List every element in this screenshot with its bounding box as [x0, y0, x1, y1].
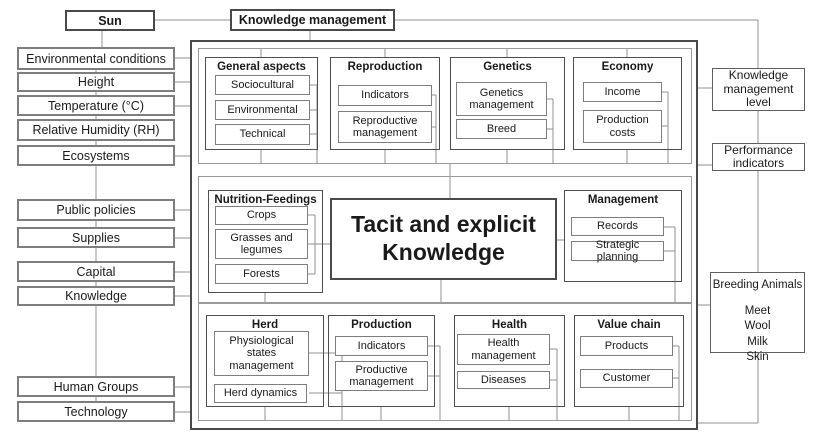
section-title-general-aspects: General aspects	[217, 61, 306, 73]
node-temperature: Temperature (°C)	[17, 95, 175, 116]
node-health-management: Health management	[457, 334, 550, 365]
section-title-value-chain: Value chain	[597, 319, 661, 331]
node-knowledge-management: Knowledge management	[230, 9, 395, 31]
node-forests: Forests	[215, 264, 308, 284]
section-management: Management	[564, 190, 682, 282]
node-physiological-states-management: Physiological states management	[214, 331, 309, 376]
node-breeding-animals: Breeding Animals Meet Wool Milk Skin	[710, 272, 805, 363]
row-frame-middle	[198, 176, 692, 303]
node-genetics-management: Genetics management	[456, 82, 547, 116]
breeding-animals-title: Breeding Animals	[712, 279, 803, 291]
node-performance-indicators: Performance indicators	[712, 143, 805, 171]
node-reproductive-management: Reproductive management	[338, 111, 432, 143]
node-customer: Customer	[580, 369, 673, 388]
node-breed: Breed	[456, 119, 547, 139]
section-title-management: Management	[587, 194, 659, 206]
main-frame	[190, 40, 698, 430]
section-general-aspects: General aspects	[205, 57, 318, 150]
section-value-chain: Value chain	[574, 315, 684, 407]
row-frame-top	[198, 48, 692, 164]
node-capital: Capital	[17, 261, 175, 282]
node-production-indicators: Indicators	[335, 336, 428, 356]
node-supplies: Supplies	[17, 227, 175, 248]
node-diseases: Diseases	[457, 371, 550, 389]
node-grasses-and-legumes: Grasses and legumes	[215, 229, 308, 259]
section-economy: Economy	[573, 57, 682, 150]
node-public-policies: Public policies	[17, 199, 175, 221]
node-tacit-explicit-knowledge: Tacit and explicit Knowledge	[330, 198, 557, 280]
node-production-costs: Production costs	[583, 110, 662, 143]
breeding-animals-item-wool: Wool	[744, 320, 771, 333]
node-technology: Technology	[17, 401, 175, 422]
breeding-animals-item-skin: Skin	[746, 351, 769, 364]
breeding-animals-item-meet: Meet	[744, 304, 771, 317]
node-knowledge-management-level: Knowledge management level	[712, 68, 805, 111]
node-relative-humidity: Relative Humidity (RH)	[17, 119, 175, 141]
node-environmental: Environmental	[215, 100, 310, 120]
node-height: Height	[17, 72, 175, 92]
node-sun: Sun	[65, 10, 155, 31]
section-herd: Herd	[206, 315, 324, 407]
node-human-groups: Human Groups	[17, 376, 175, 397]
section-title-economy: Economy	[601, 61, 654, 73]
section-title-health: Health	[491, 319, 528, 331]
section-title-herd: Herd	[251, 319, 279, 331]
node-income: Income	[583, 82, 662, 102]
node-crops: Crops	[215, 206, 308, 225]
node-knowledge: Knowledge	[17, 286, 175, 306]
node-technical: Technical	[215, 124, 310, 145]
node-ecosystems: Ecosystems	[17, 145, 175, 166]
node-reproduction-indicators: Indicators	[338, 85, 432, 106]
section-title-genetics: Genetics	[483, 61, 532, 73]
section-production: Production	[328, 315, 435, 407]
section-reproduction: Reproduction	[330, 57, 440, 150]
node-strategic-planning: Strategic planning	[571, 239, 664, 263]
section-title-nutrition-feedings: Nutrition-Feedings	[214, 194, 317, 206]
section-nutrition-feedings: Nutrition-Feedings	[208, 190, 323, 293]
section-genetics: Genetics	[450, 57, 565, 150]
node-records: Records	[571, 217, 664, 236]
node-herd-dynamics: Herd dynamics	[214, 384, 307, 403]
breeding-animals-item-milk: Milk	[747, 335, 768, 348]
section-title-reproduction: Reproduction	[347, 61, 423, 73]
section-title-production: Production	[351, 319, 412, 331]
node-productive-management: Productive management	[335, 361, 428, 391]
row-frame-bottom	[198, 303, 692, 421]
node-environmental-conditions: Environmental conditions	[17, 47, 175, 70]
node-sociocultural: Sociocultural	[215, 75, 310, 95]
node-products: Products	[580, 336, 673, 356]
section-health: Health	[454, 315, 565, 407]
